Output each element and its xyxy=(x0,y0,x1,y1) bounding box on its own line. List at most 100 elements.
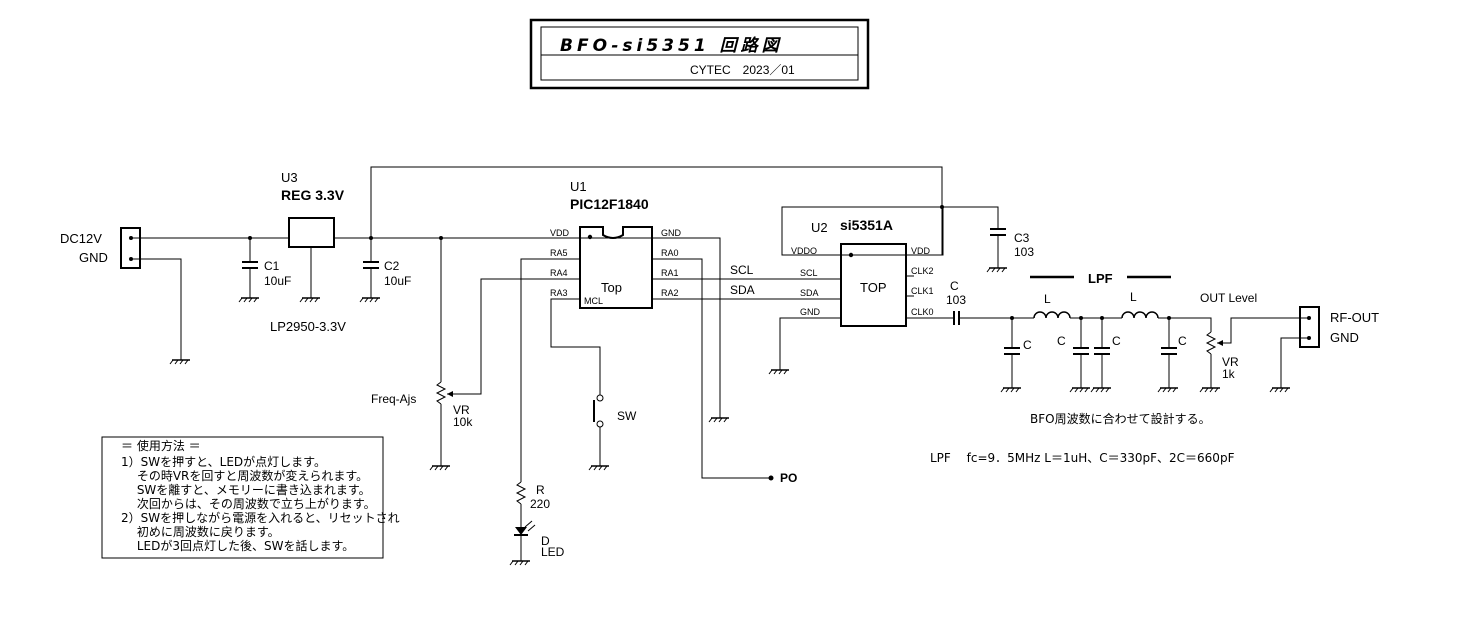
pin-vddo: VDDO xyxy=(791,246,817,256)
pin-gnd: GND xyxy=(661,228,682,238)
usage-line: 次回からは、その周波数で立ち上がります。 xyxy=(121,496,376,511)
title-sub: CYTEC 2023／01 xyxy=(690,63,795,77)
c2-value: 10uF xyxy=(384,274,411,288)
lpf-header: LPF xyxy=(1030,271,1171,286)
synth-u2: TOP U2 si5351A VDDO SCL SDA GND VDD CLK2… xyxy=(781,206,944,327)
out-pot-label: OUT Level xyxy=(1200,291,1257,305)
lpf-spec: LPF fc=9．5MHz L＝1uH、C＝330pF、2C＝660pF xyxy=(930,451,1235,465)
lpf-c3-label: C xyxy=(1112,334,1121,348)
ground-symbol xyxy=(169,359,191,365)
u2-body: TOP xyxy=(860,280,887,295)
usage-line: その時VRを回すと周波数が変えられます。 xyxy=(121,468,368,483)
push-switch: SW xyxy=(588,394,637,471)
wire-3v3-top xyxy=(370,166,943,255)
pin-ra2: RA2 xyxy=(661,288,679,298)
lpf-c1-label: C xyxy=(1023,338,1032,352)
sw-label: SW xyxy=(617,409,637,423)
pin-clk0: CLK0 xyxy=(911,307,934,317)
c3-value: 103 xyxy=(1014,245,1034,259)
u1-name: PIC12F1840 xyxy=(570,196,649,212)
usage-header: ＝ 使用方法 ＝ xyxy=(121,438,201,453)
resistor-r: R 220 xyxy=(515,481,550,527)
lpf-c2-label: C xyxy=(1057,334,1066,348)
pin-ra1: RA1 xyxy=(661,268,679,278)
rf-out-label: RF-OUT xyxy=(1330,310,1379,325)
inductor-l2: L xyxy=(1121,290,1159,319)
cs-value: 103 xyxy=(946,293,966,307)
lpf-cap-2: C xyxy=(1057,316,1091,393)
out-level-pot: OUT Level VR 1k xyxy=(1199,291,1309,393)
u2-ref: U2 xyxy=(811,220,828,235)
wire-synth-gnd xyxy=(779,317,832,370)
u3-part: LP2950-3.3V xyxy=(270,319,346,334)
freq-adjust-pot: Freq-Ajs VR 10k xyxy=(371,238,572,471)
pin-scl: SCL xyxy=(800,268,818,278)
u2-name: si5351A xyxy=(840,217,893,233)
u3-ref: U3 xyxy=(281,170,298,185)
c2-ref: C2 xyxy=(384,259,400,273)
pin-vdd: VDD xyxy=(911,246,931,256)
lpf-cap-3: C xyxy=(1090,316,1121,393)
out-pot-ref: VR xyxy=(1222,355,1239,369)
lpf-title: LPF xyxy=(1088,271,1113,286)
usage-box: ＝ 使用方法 ＝ 1）SWを押すと、LEDが点灯します。 その時VRを回すと周波… xyxy=(101,436,400,559)
wire-ra5 xyxy=(520,258,572,482)
gnd-label: GND xyxy=(79,250,108,265)
u3-name: REG 3.3V xyxy=(281,187,345,203)
title-block: BFO-si5351 回路図 CYTEC 2023／01 xyxy=(529,18,870,90)
pin-ra0: RA0 xyxy=(661,248,679,258)
lpf-design-note: BFO周波数に合わせて設計する。 xyxy=(1030,411,1211,426)
lpf-cap-4: C xyxy=(1157,316,1187,393)
usage-line: 初めに周波数に戻ります。 xyxy=(121,524,280,539)
lpf-c4-label: C xyxy=(1178,334,1187,348)
capacitor-c3: C3 103 xyxy=(940,205,1034,273)
pin-clk1: CLK1 xyxy=(911,286,934,296)
c1-ref: C1 xyxy=(264,259,280,273)
lpf-cap-1: C xyxy=(1000,316,1032,393)
pin-mcl: MCL xyxy=(584,296,603,306)
u1-body: Top xyxy=(601,280,622,295)
out-pot-value: 1k xyxy=(1222,367,1236,381)
dc-input-connector: DC12V GND xyxy=(60,227,141,269)
pin-gnd: GND xyxy=(800,307,821,317)
l1-label: L xyxy=(1044,292,1051,306)
pin-ra3: RA3 xyxy=(550,288,568,298)
freq-pot-value: 10k xyxy=(453,415,473,429)
po-label: PO xyxy=(780,471,797,485)
scl-net-label: SCL xyxy=(730,263,754,277)
dc12v-label: DC12V xyxy=(60,231,102,246)
freq-pot-label: Freq-Ajs xyxy=(371,392,416,406)
wire-lpf-out xyxy=(1158,317,1212,332)
capacitor-c1: C1 10uF xyxy=(238,236,291,303)
cs-ref: C xyxy=(950,279,959,293)
freq-pot-ref: VR xyxy=(453,403,470,417)
rf-gnd-label: GND xyxy=(1330,330,1359,345)
usage-line: LEDが3回点灯した後、SWを話します。 xyxy=(121,538,354,553)
led-d: D LED xyxy=(509,520,565,566)
capacitor-c2: C2 10uF xyxy=(359,238,411,303)
ground-symbol xyxy=(708,417,730,423)
pin-ra5: RA5 xyxy=(550,248,568,258)
wire-ra0 xyxy=(660,258,770,479)
wire-ra3 xyxy=(550,298,601,395)
wire-3v3-bus xyxy=(334,237,721,418)
r-ref: R xyxy=(536,483,545,497)
mcu-u1: Top U1 PIC12F1840 VDD RA5 RA4 RA3 MCL GN… xyxy=(550,179,682,309)
sda-net-label: SDA xyxy=(730,283,755,297)
wire-input-gnd xyxy=(131,258,182,360)
usage-line: SWを離すと、メモリーに書き込まれます。 xyxy=(121,483,371,497)
u1-ref: U1 xyxy=(570,179,587,194)
ground-symbol xyxy=(768,369,790,375)
led-ref: D xyxy=(541,534,550,548)
pin-sda: SDA xyxy=(800,288,819,298)
pin-ra4: RA4 xyxy=(550,268,568,278)
c1-value: 10uF xyxy=(264,274,291,288)
rf-out-connector: RF-OUT GND xyxy=(1269,306,1379,393)
title-main: BFO-si5351 回路図 xyxy=(560,36,783,56)
led-value: LED xyxy=(541,545,565,559)
l2-label: L xyxy=(1130,290,1137,304)
r-value: 220 xyxy=(530,497,550,511)
pin-vdd: VDD xyxy=(550,228,570,238)
usage-line: 1）SWを押すと、LEDが点灯します。 xyxy=(121,454,326,469)
pin-clk2: CLK2 xyxy=(911,266,934,276)
